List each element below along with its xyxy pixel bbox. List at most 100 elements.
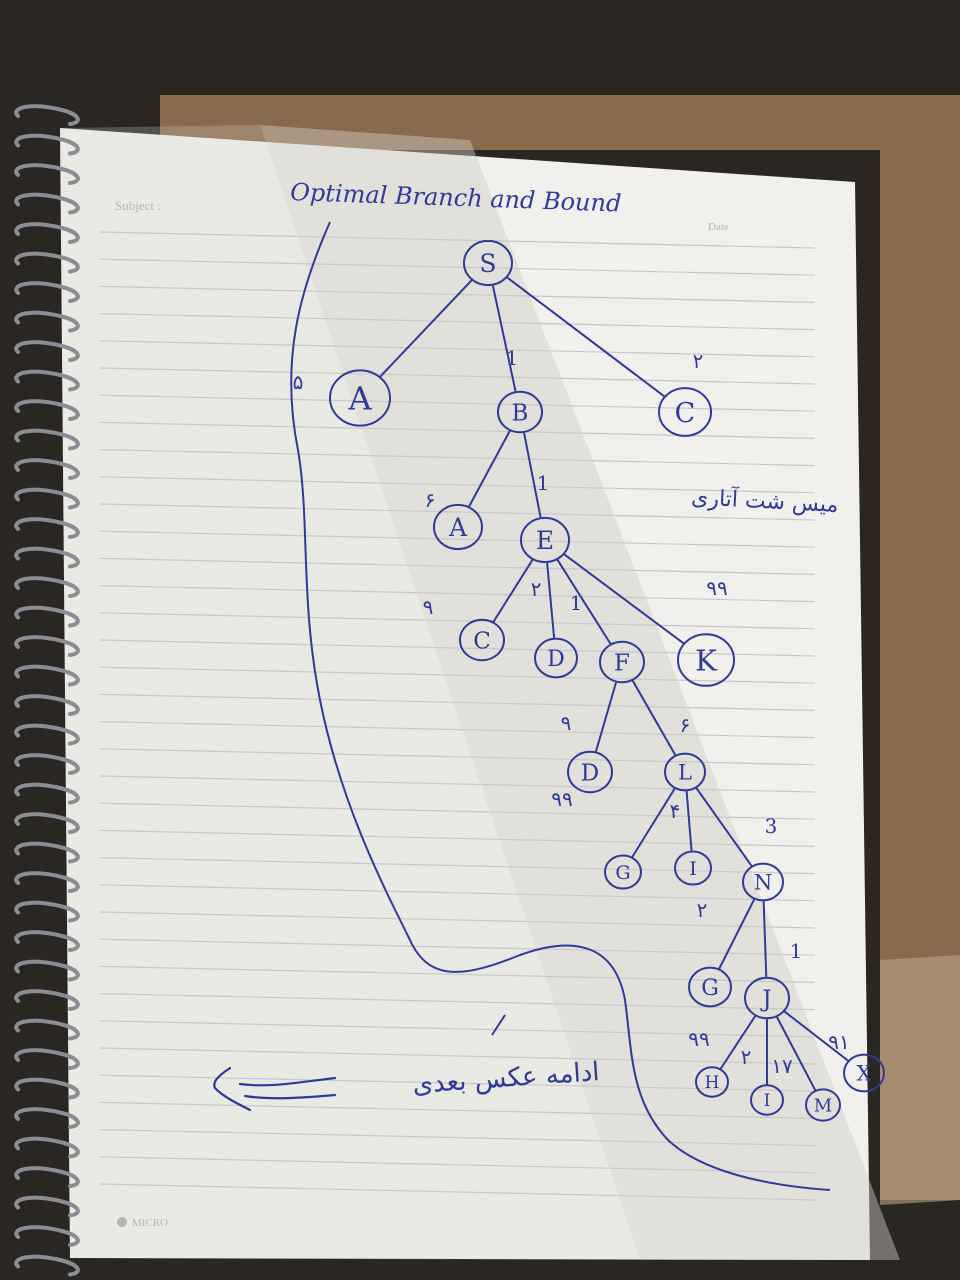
weight-F-D2: ۹	[561, 711, 572, 735]
node-label: M	[814, 1095, 832, 1116]
node-circle	[497, 390, 543, 434]
node-label: S	[479, 249, 496, 278]
node-circle	[674, 850, 712, 886]
node-circle	[433, 503, 483, 551]
weight-J-I2: ۲	[741, 1045, 752, 1069]
node-M: M	[805, 1088, 841, 1122]
spiral-ring	[14, 1166, 80, 1188]
weight-L-G1: ۹۹	[551, 787, 572, 811]
ruled-line	[99, 503, 816, 521]
ruled-line	[99, 340, 816, 358]
ruled-line	[99, 1047, 816, 1065]
edge-S-B	[492, 285, 517, 392]
spiral-ring	[14, 369, 80, 392]
ruled-line	[99, 775, 816, 793]
spiral-binding	[14, 104, 80, 1277]
spiral-ring	[14, 1048, 80, 1070]
node-circle	[742, 862, 784, 902]
enclosure-curve	[290, 221, 831, 1191]
node-circle	[805, 1088, 841, 1122]
edge-N-J	[762, 900, 768, 978]
ruled-line	[99, 367, 816, 385]
spiral-ring	[14, 251, 80, 274]
spiral-ring	[14, 782, 80, 805]
pen-mark	[491, 1014, 506, 1036]
node-label: D	[547, 647, 565, 672]
node-X: X	[843, 1053, 885, 1093]
node-circle	[567, 750, 613, 794]
edge-S-A1	[379, 279, 473, 378]
node-label: K	[695, 644, 718, 678]
spiral-ring	[14, 487, 80, 510]
edge-B-E	[523, 432, 542, 518]
weight-B-A2: ۶	[425, 488, 436, 512]
node-label: A	[448, 513, 468, 542]
weight-E-D1: ۲	[531, 577, 542, 601]
weight-N-J: 1	[790, 939, 803, 963]
spiral-ring	[14, 310, 80, 333]
node-circle	[658, 387, 712, 437]
node-circle	[688, 966, 732, 1008]
node-label: F	[614, 650, 630, 676]
weight-L-I1: ۴	[670, 799, 681, 823]
node-label: N	[754, 871, 772, 895]
edge-E-K	[563, 553, 685, 645]
brand-logo-icon	[117, 1217, 127, 1227]
ruled-line	[99, 639, 816, 657]
node-label: G	[701, 976, 719, 1001]
spiral-ring	[14, 222, 80, 244]
edge-E-F	[556, 559, 612, 645]
ruled-line	[99, 829, 816, 847]
spiral-ring	[14, 959, 80, 982]
spiral-ring	[14, 163, 80, 185]
spiral-ring	[14, 930, 80, 952]
node-label: L	[678, 761, 692, 785]
node-label: J	[760, 986, 771, 1012]
ruled-line	[99, 721, 816, 739]
node-label: C	[473, 628, 491, 654]
ruled-line	[99, 585, 816, 603]
node-circle	[664, 752, 706, 792]
spiral-ring	[14, 723, 80, 746]
node-circle	[463, 239, 513, 287]
node-D2: D	[567, 750, 613, 794]
spiral-ring	[14, 1195, 80, 1218]
edge-L-N	[695, 787, 753, 867]
spiral-ring	[14, 605, 80, 628]
spiral-ring	[14, 104, 80, 126]
spiral-ring	[14, 428, 80, 451]
node-label: I	[764, 1091, 771, 1111]
ruled-lines	[99, 231, 816, 1201]
node-circle	[534, 637, 578, 679]
node-circle	[599, 640, 645, 684]
node-K: K	[677, 633, 735, 687]
weight-F-L: ۶	[680, 713, 691, 737]
spiral-ring	[14, 871, 80, 893]
weight-J-M: ۱۷	[771, 1054, 793, 1078]
ruled-line	[99, 884, 816, 902]
edge-J-M	[776, 1016, 817, 1091]
node-circle	[520, 516, 570, 564]
node-I1: I	[674, 850, 712, 886]
spiral-ring	[14, 1136, 80, 1159]
node-circle	[744, 976, 790, 1020]
subject-label: Subject :	[115, 198, 161, 213]
node-label: A	[347, 379, 372, 417]
ruled-line	[99, 1020, 816, 1038]
edge-L-I1	[685, 790, 693, 852]
spiral-ring	[14, 635, 80, 657]
ruled-line	[99, 449, 816, 467]
ruled-line	[99, 1074, 816, 1092]
node-A1: A	[329, 369, 391, 427]
spiral-ring	[14, 517, 80, 539]
spiral-ring	[14, 1077, 80, 1100]
spiral-ring	[14, 900, 80, 923]
node-G1: G	[604, 854, 642, 890]
node-label: D	[581, 760, 599, 786]
ruled-line	[99, 258, 816, 276]
spiral-ring	[14, 192, 80, 215]
node-label: H	[705, 1073, 720, 1093]
ruled-line	[99, 802, 816, 820]
spiral-ring	[14, 1018, 80, 1041]
spiral-ring	[14, 399, 80, 421]
